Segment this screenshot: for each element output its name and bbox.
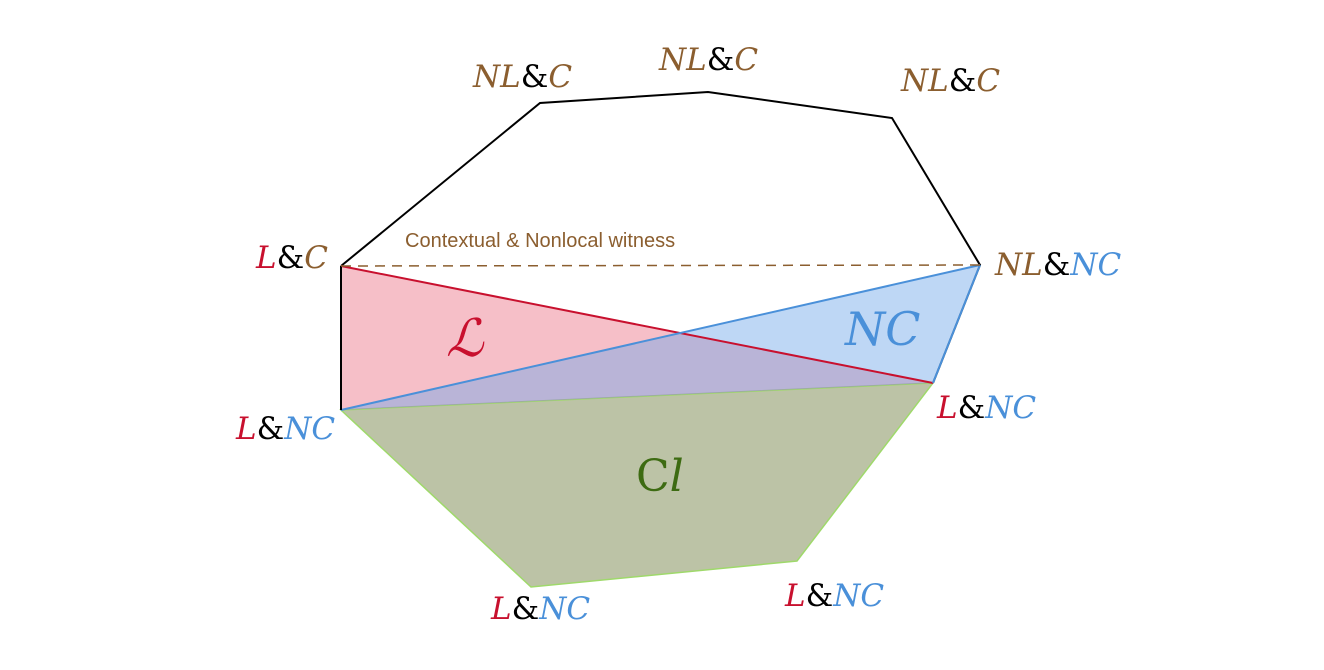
vertex-right: C xyxy=(548,59,573,95)
vertex-left: L xyxy=(491,591,512,627)
witness-label: Contextual & Nonlocal witness xyxy=(405,230,676,252)
classical-label-prefix: C xyxy=(636,451,670,502)
vertex-left: L xyxy=(256,240,277,276)
vertex-label: L&NC xyxy=(491,594,590,625)
vertex-amp: & xyxy=(805,578,834,614)
vertex-amp: & xyxy=(948,63,977,99)
classical-region xyxy=(339,382,935,588)
noncontextual-region-edge xyxy=(340,264,981,411)
vertex-left: NL xyxy=(473,59,521,95)
vertex-amp: & xyxy=(706,42,735,78)
classical-region-label: Cl xyxy=(636,455,684,499)
vertex-label: NL&C xyxy=(473,62,572,93)
vertex-amp: & xyxy=(957,390,986,426)
vertex-label: NL&C xyxy=(901,66,1000,97)
vertex-left: NL xyxy=(995,247,1043,283)
vertex-left: NL xyxy=(901,63,949,99)
vertex-label: L&C xyxy=(256,243,328,274)
noncontextual-region-label: NC xyxy=(845,302,921,356)
local-region xyxy=(341,266,933,410)
vertex-right: NC xyxy=(284,411,336,447)
vertex-label: L&NC xyxy=(785,581,884,612)
vertex-right: C xyxy=(304,240,328,276)
vertex-amp: & xyxy=(520,59,549,95)
noncontextual-right-edge xyxy=(932,264,981,384)
vertex-label: NL&C xyxy=(659,45,758,76)
vertex-amp: & xyxy=(511,591,540,627)
vertex-label: L&NC xyxy=(236,414,335,445)
vertex-left: NL xyxy=(659,42,707,78)
vertex-amp: & xyxy=(256,411,285,447)
vertex-amp: & xyxy=(276,240,305,276)
vertex-right: C xyxy=(734,42,759,78)
vertex-right: NC xyxy=(985,390,1037,426)
classical-label-suffix: l xyxy=(669,451,684,502)
local-region-edge xyxy=(340,265,934,384)
vertex-label: NL&NC xyxy=(995,250,1121,281)
local-region-label: ℒ xyxy=(446,309,484,369)
vertex-right: NC xyxy=(539,591,591,627)
vertex-label: L&NC xyxy=(937,393,1036,424)
vertex-left: L xyxy=(937,390,958,426)
vertex-right: C xyxy=(976,63,1001,99)
vertex-right: NC xyxy=(1070,247,1122,283)
witness-line xyxy=(340,264,986,267)
vertex-left: L xyxy=(236,411,257,447)
vertex-amp: & xyxy=(1042,247,1071,283)
vertex-right: NC xyxy=(833,578,885,614)
vertex-left: L xyxy=(785,578,806,614)
